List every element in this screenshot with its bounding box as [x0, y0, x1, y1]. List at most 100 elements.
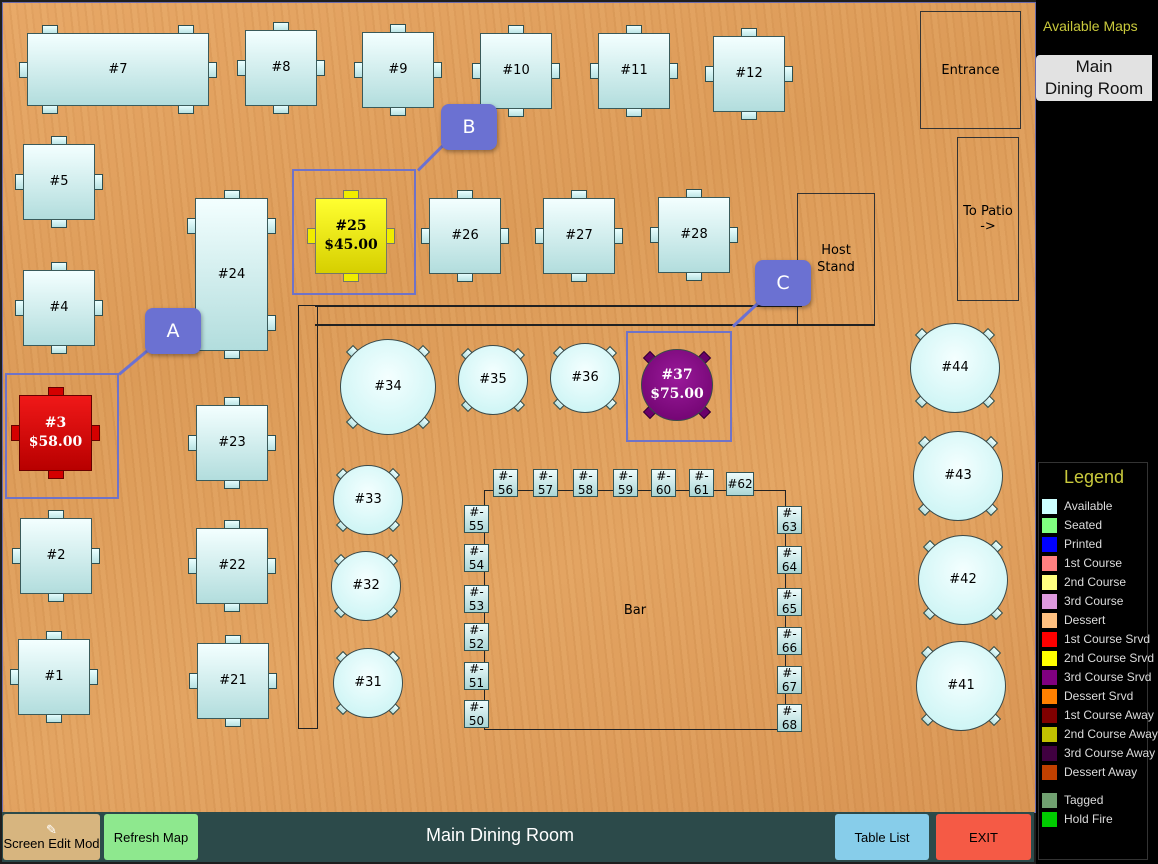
table-34[interactable]: #34 [340, 339, 436, 435]
table-5[interactable]: #5 [23, 144, 95, 220]
table-label: #31 [354, 675, 382, 691]
bar-seat-51[interactable]: #- 51 [464, 662, 489, 690]
bar-seat-65[interactable]: #- 65 [777, 588, 802, 616]
table-list-button[interactable]: Table List [835, 814, 929, 860]
table-12[interactable]: #12 [713, 36, 785, 112]
table-36[interactable]: #36 [550, 343, 620, 413]
legend-item: 2nd Course Away [1042, 725, 1158, 743]
table-41[interactable]: #41 [916, 641, 1006, 731]
bar-seat-50[interactable]: #- 50 [464, 700, 489, 728]
table-44[interactable]: #44 [910, 323, 1000, 413]
bar-seat-60[interactable]: #- 60 [651, 469, 676, 497]
exit-button[interactable]: EXIT [936, 814, 1031, 860]
table-28[interactable]: #28 [658, 197, 730, 273]
table-11[interactable]: #11 [598, 33, 670, 109]
entrance-zone: Entrance [920, 11, 1021, 129]
table-label: #7 [108, 61, 128, 77]
table-43[interactable]: #43 [913, 431, 1003, 521]
table-21[interactable]: #21 [197, 643, 269, 719]
map-button-label: Main Dining Room [1044, 57, 1144, 98]
floor-map: Entrance To Patio -> Host Stand Bar #7#8… [2, 2, 1036, 813]
bar-seat-58[interactable]: #- 58 [573, 469, 598, 497]
table-label: #32 [352, 578, 380, 594]
bar-seat-57[interactable]: #- 57 [533, 469, 558, 497]
patio-label: To Patio -> [963, 204, 1013, 234]
bar-seat-54[interactable]: #- 54 [464, 544, 489, 572]
table-label: #42 [949, 572, 977, 588]
table-22[interactable]: #22 [196, 528, 268, 604]
legend-item: Seated [1042, 516, 1102, 534]
legend-swatch [1042, 574, 1057, 590]
legend-swatch [1042, 792, 1057, 808]
legend-item: 2nd Course Srvd [1042, 649, 1154, 667]
bar-seat-67[interactable]: #- 67 [777, 666, 802, 694]
table-list-label: Table List [854, 829, 910, 845]
table-3[interactable]: #3$58.00 [19, 395, 92, 471]
table-7[interactable]: #7 [27, 33, 209, 106]
bar-seat-68[interactable]: #- 68 [777, 704, 802, 732]
screen-edit-mode-button[interactable]: ✎ Screen Edit Mod [3, 814, 100, 860]
table-37[interactable]: #37 $75.00 [641, 349, 713, 421]
table-label: #26 [451, 228, 479, 244]
right-sidebar: Available Maps Main Dining Room Legend A… [1036, 0, 1158, 864]
table-42[interactable]: #42 [918, 535, 1008, 625]
table-label: #25 [335, 218, 367, 235]
legend-label: Hold Fire [1064, 812, 1113, 826]
bar-seat-64[interactable]: #- 64 [777, 546, 802, 574]
refresh-map-button[interactable]: Refresh Map [104, 814, 198, 860]
table-27[interactable]: #27 [543, 198, 615, 274]
table-26[interactable]: #26 [429, 198, 501, 274]
table-label: #33 [354, 492, 382, 508]
table-label: #34 [374, 379, 402, 395]
legend-swatch [1042, 688, 1057, 704]
table-23[interactable]: #23 [196, 405, 268, 481]
legend-label: 3rd Course [1064, 594, 1124, 608]
bar-seat-59[interactable]: #- 59 [613, 469, 638, 497]
table-8[interactable]: #8 [245, 30, 317, 106]
table-amount: $75.00 [650, 386, 704, 402]
legend-swatch [1042, 669, 1057, 685]
legend-swatch [1042, 811, 1057, 827]
table-text: #3$58.00 [29, 414, 83, 452]
legend-item: Printed [1042, 535, 1102, 553]
table-1[interactable]: #1 [18, 639, 90, 715]
pencil-icon: ✎ [46, 822, 57, 837]
callout-b: B [441, 104, 497, 150]
table-32[interactable]: #32 [331, 551, 401, 621]
legend-item: Dessert Away [1042, 763, 1137, 781]
bar-seat-56[interactable]: #- 56 [493, 469, 518, 497]
bar-seat-55[interactable]: #- 55 [464, 505, 489, 533]
legend-title: Legend [1064, 467, 1125, 487]
legend-item: 3rd Course [1042, 592, 1123, 610]
table-label: #41 [947, 678, 975, 694]
table-label: #23 [218, 435, 246, 451]
bar-seat-53[interactable]: #- 53 [464, 585, 489, 613]
bar-seat-63[interactable]: #- 63 [777, 506, 802, 534]
table-label: #10 [502, 63, 530, 79]
callout-a-pointer [118, 347, 151, 376]
table-2[interactable]: #2 [20, 518, 92, 594]
legend-item: Available [1042, 497, 1112, 515]
highlight-box-c [626, 331, 732, 442]
table-25[interactable]: #25$45.00 [315, 198, 387, 274]
table-label: #37 [661, 367, 693, 384]
map-button-main-dining-room[interactable]: Main Dining Room [1036, 55, 1152, 101]
table-label: #36 [571, 370, 599, 386]
callout-a: A [145, 308, 201, 354]
bar-seat-61[interactable]: #- 61 [689, 469, 714, 497]
table-31[interactable]: #31 [333, 648, 403, 718]
table-35[interactable]: #35 [458, 345, 528, 415]
table-label: #11 [620, 63, 648, 79]
table-24[interactable]: #24 [195, 198, 268, 351]
patio-zone[interactable]: To Patio -> [957, 137, 1019, 301]
bar-seat-62[interactable]: #62 [726, 472, 754, 496]
partition-wall-vertical [298, 305, 318, 729]
table-10[interactable]: #10 [480, 33, 552, 109]
table-4[interactable]: #4 [23, 270, 95, 346]
table-33[interactable]: #33 [333, 465, 403, 535]
table-label: #12 [735, 66, 763, 82]
legend-label: 2nd Course [1064, 575, 1127, 589]
table-9[interactable]: #9 [362, 32, 434, 108]
bar-seat-52[interactable]: #- 52 [464, 623, 489, 651]
bar-seat-66[interactable]: #- 66 [777, 627, 802, 655]
